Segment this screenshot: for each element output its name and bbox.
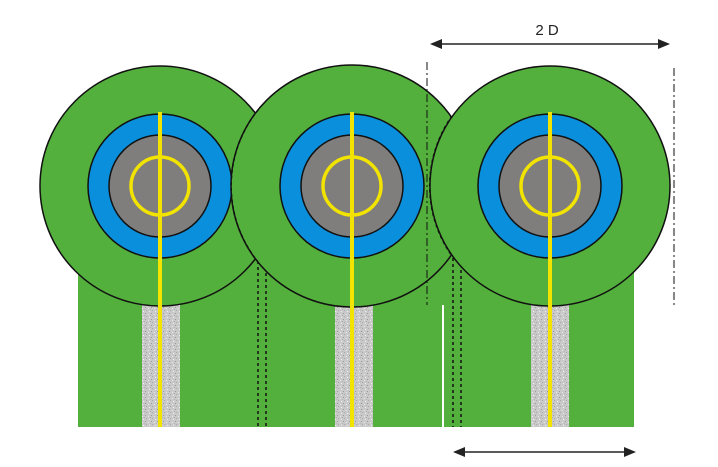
dimension-label-top: 2 D xyxy=(535,22,559,39)
lower-seam-lines xyxy=(257,255,462,427)
overlap-arc-left-3 xyxy=(429,115,453,257)
